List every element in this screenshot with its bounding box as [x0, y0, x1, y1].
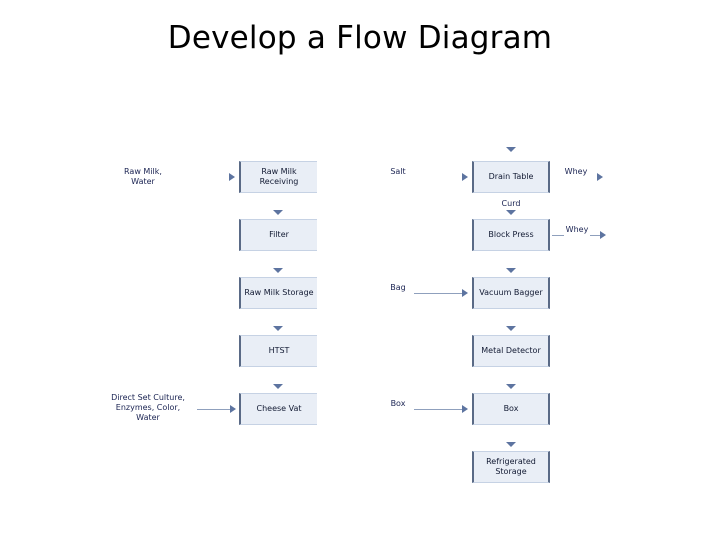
process-box-drain-table[interactable]: Drain Table [472, 161, 550, 193]
input-label-raw-milk-water: Raw Milk, Water [124, 167, 162, 186]
process-box-cheese-vat[interactable]: Cheese Vat [239, 393, 317, 425]
output-arrow-whey-drain-table [597, 173, 603, 181]
flow-arrow-block-press [506, 210, 516, 215]
process-box-label: Box [503, 404, 519, 413]
input-arrow-cheese-vat [230, 405, 236, 413]
process-box-label: Raw Milk Storage [244, 288, 314, 297]
output-arrow-whey-block-press [600, 231, 606, 239]
flow-arrow-refrigerated-storage [506, 442, 516, 447]
output-connector-whey-block-press-right [590, 235, 602, 236]
flow-arrow-htst [273, 326, 283, 331]
process-box-block-press[interactable]: Block Press [472, 219, 550, 251]
process-box-label: Vacuum Bagger [479, 288, 543, 297]
process-box-htst[interactable]: HTST [239, 335, 317, 367]
process-box-label: Cheese Vat [256, 404, 302, 413]
flow-arrow-box [506, 384, 516, 389]
process-box-label: Drain Table [488, 172, 534, 181]
input-label-salt: Salt [390, 167, 406, 176]
process-box-box[interactable]: Box [472, 393, 550, 425]
input-connector-vacuum-bagger [414, 293, 464, 294]
process-box-label: Refrigerated Storage [486, 457, 536, 476]
flow-arrow-drain-table [506, 147, 516, 152]
process-box-filter[interactable]: Filter [239, 219, 317, 251]
input-connector-cheese-vat [197, 409, 232, 410]
input-label-box: Box [390, 399, 406, 408]
flow-arrow-metal-detector [506, 326, 516, 331]
input-arrow-box [462, 405, 468, 413]
input-label-bag: Bag [390, 283, 406, 292]
flow-arrow-vacuum-bagger [506, 268, 516, 273]
input-arrow-drain-table [462, 173, 468, 181]
process-box-refrigerated-storage[interactable]: Refrigerated Storage [472, 451, 550, 483]
process-box-metal-detector[interactable]: Metal Detector [472, 335, 550, 367]
process-box-label: HTST [268, 346, 290, 355]
input-label-culture-enzymes-color-water: Direct Set Culture, Enzymes, Color, Wate… [111, 393, 185, 422]
process-box-label: Block Press [488, 230, 534, 239]
process-box-vacuum-bagger[interactable]: Vacuum Bagger [472, 277, 550, 309]
process-box-raw-milk-storage[interactable]: Raw Milk Storage [239, 277, 317, 309]
process-box-raw-milk-receiving[interactable]: Raw Milk Receiving [239, 161, 317, 193]
intermediate-label-curd: Curd [501, 199, 521, 208]
process-box-label: Metal Detector [481, 346, 541, 355]
input-connector-box [414, 409, 464, 410]
page-title: Develop a Flow Diagram [167, 20, 553, 56]
input-arrow-vacuum-bagger [462, 289, 468, 297]
process-box-label: Filter [269, 230, 289, 239]
input-arrow-raw-milk-receiving [229, 173, 235, 181]
flow-arrow-filter [273, 210, 283, 215]
output-label-whey-drain-table: Whey [564, 167, 588, 176]
flow-arrow-raw-milk-storage [273, 268, 283, 273]
output-label-whey-block-press: Whey [565, 225, 589, 234]
flow-arrow-cheese-vat [273, 384, 283, 389]
output-connector-whey-block-press-left [552, 235, 564, 236]
process-box-label: Raw Milk Receiving [259, 167, 299, 186]
